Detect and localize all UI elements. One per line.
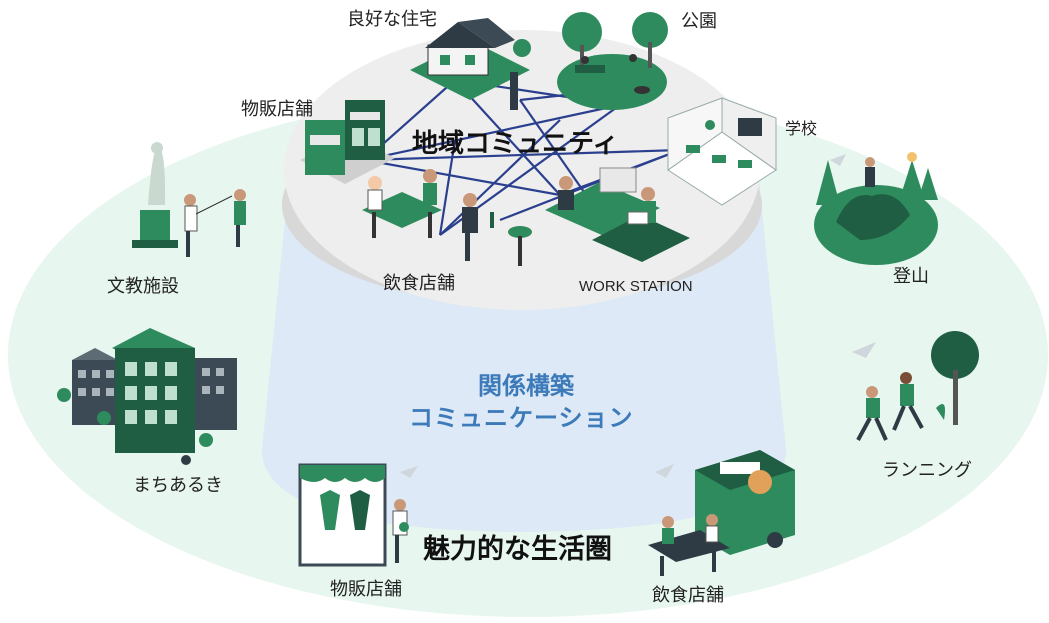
buildings-icon — [57, 328, 237, 465]
label-bottom-retail: 物販店舗 — [330, 579, 402, 600]
paper-plane-icon — [400, 154, 876, 478]
relation-title: 関係構築 — [478, 372, 574, 400]
mountain-icon — [814, 152, 938, 265]
label-top-retail: 物販店舗 — [241, 99, 313, 120]
food-truck-icon — [648, 450, 795, 576]
label-house: 良好な住宅 — [347, 9, 437, 30]
living-area-title: 魅力的な生活圏 — [423, 534, 612, 565]
label-workstation: WORK STATION — [579, 278, 693, 295]
communication-title: コミュニケーション — [409, 404, 634, 432]
bar-icon — [462, 193, 532, 266]
workstation-icon — [545, 167, 690, 262]
label-top-restaurant: 飲食店舗 — [383, 273, 455, 294]
shop-window-icon — [298, 463, 409, 567]
label-park: 公園 — [681, 11, 717, 32]
label-running: ランニング — [882, 460, 972, 481]
label-culture: 文教施設 — [107, 276, 179, 297]
school-icon — [667, 97, 777, 206]
community-title: 地域コミュニティ — [412, 129, 619, 159]
label-bottom-restaurant: 飲食店舗 — [652, 585, 724, 606]
statue-icon — [132, 142, 246, 257]
label-school: 学校 — [785, 119, 818, 138]
store-icon — [300, 100, 395, 184]
house-icon — [410, 18, 531, 110]
label-climbing: 登山 — [893, 266, 929, 287]
label-walk: まちあるき — [133, 475, 223, 496]
park-icon — [557, 12, 668, 110]
cafe-icon — [362, 169, 442, 238]
runners-icon — [856, 331, 979, 441]
